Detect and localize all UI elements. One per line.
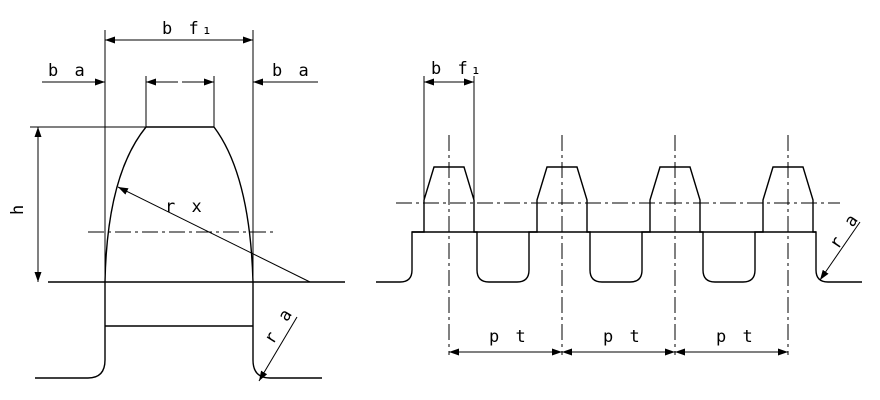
right-root-fillet: [252, 282, 322, 379]
pt-label-1: p t: [489, 327, 529, 347]
ba-right-label: b a: [272, 61, 312, 81]
single-tooth-detail: h b f₁ b a b a r x r a: [8, 19, 345, 382]
tooth-outline: [104, 126, 254, 283]
pt-label-3: p t: [716, 327, 756, 347]
rack-teeth-outline: [376, 166, 862, 283]
ra-label-right: r a: [826, 209, 865, 253]
rack-bf1-label: b f₁: [431, 59, 484, 79]
left-root-fillet: [35, 282, 106, 379]
bf1-label: b f₁: [162, 19, 215, 39]
ra-leader-right: [819, 221, 861, 281]
rx-leader: [117, 186, 311, 283]
ba-left-label: b a: [48, 61, 88, 81]
pt-label-2: p t: [603, 327, 643, 347]
ra-label-left: r a: [260, 303, 298, 347]
rx-label: r x: [165, 197, 205, 217]
ra-leader-left: [258, 316, 298, 382]
h-label: h: [8, 202, 28, 215]
rack-profile: b f₁ p t p t p t r a: [376, 59, 865, 356]
